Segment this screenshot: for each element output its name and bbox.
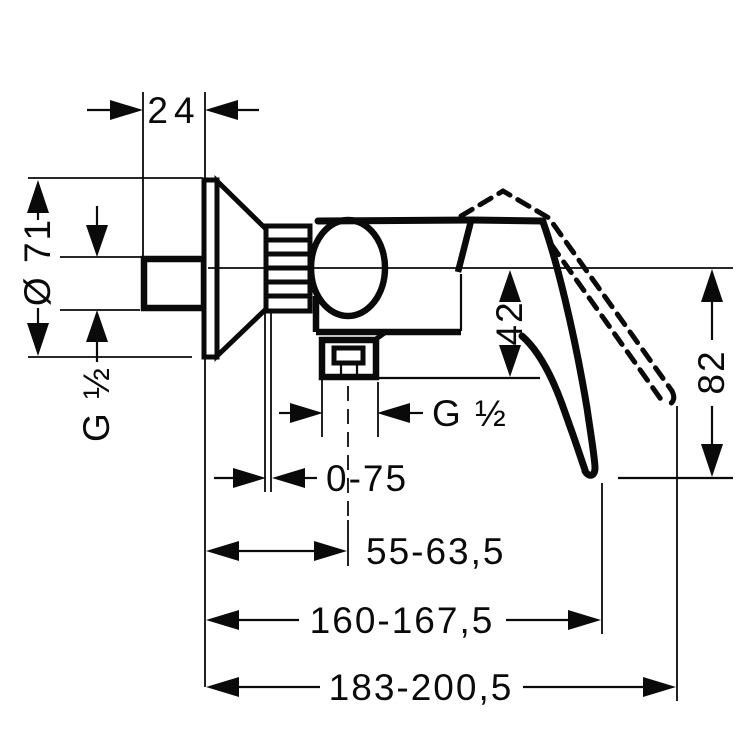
arrowhead	[272, 468, 305, 488]
outlet-nut	[318, 336, 380, 381]
dimension-g-half-outlet: G ½	[279, 393, 508, 434]
handle-raised-dashed-outline	[458, 188, 677, 409]
handle-lever-inner	[518, 332, 589, 474]
wall-nipple	[140, 255, 208, 312]
arrowhead	[499, 345, 521, 377]
arrowhead	[701, 444, 723, 477]
dimension-82: 82	[691, 269, 732, 477]
dimension-24: 24	[87, 90, 259, 131]
arrowhead	[206, 610, 239, 630]
dimension-0-75: 0-75	[214, 458, 408, 499]
arrowhead	[27, 323, 49, 356]
arrowhead	[110, 100, 143, 120]
dashed-handle-upper-edge	[458, 188, 675, 394]
dim-diameter-label: Ø 71	[17, 218, 58, 306]
dim-55-63-5-label: 55-63,5	[366, 531, 506, 572]
arrowhead	[568, 610, 601, 630]
arrowhead	[86, 225, 108, 257]
faucet-body	[140, 175, 599, 479]
dimension-diameter-71: Ø 71	[17, 180, 58, 356]
dashed-handle-lower-edge	[548, 241, 668, 408]
arrowhead	[643, 677, 676, 697]
dashed-handle-tip	[662, 388, 677, 409]
dimension-42: 42	[489, 270, 530, 377]
dim-0-75-label: 0-75	[326, 458, 408, 499]
handle-cap-top	[468, 216, 547, 225]
dim-160-167-5-label: 160-167,5	[310, 600, 495, 641]
arrowhead	[377, 403, 410, 423]
dim-inlet-thread-label: G ½	[76, 366, 117, 442]
arrowhead	[86, 310, 108, 342]
arrowhead	[499, 270, 521, 302]
dimension-g-half-inlet: G ½	[76, 206, 117, 442]
dim-82-label: 82	[691, 349, 732, 394]
dim-24-label: 24	[147, 90, 200, 131]
arrowhead	[233, 468, 266, 488]
body-top-edge	[314, 216, 477, 225]
arrowhead	[206, 541, 239, 561]
handle-lever-outer	[539, 218, 599, 479]
outlet-nipple	[331, 345, 366, 366]
arrowhead	[290, 403, 323, 423]
dimension-160-167-5: 160-167,5	[206, 600, 601, 641]
arrowhead	[206, 677, 239, 697]
dimension-183-200-5: 183-200,5	[206, 667, 676, 708]
arrowhead	[314, 541, 347, 561]
dim-outlet-thread-label: G ½	[432, 393, 508, 434]
dimension-55-63-5: 55-63,5	[206, 531, 506, 572]
arrowhead	[27, 180, 49, 213]
arrowhead	[701, 269, 723, 302]
dim-183-200-5-label: 183-200,5	[329, 667, 514, 708]
arrowhead	[205, 100, 238, 120]
dim-42-label: 42	[489, 300, 530, 345]
handle-cap-left	[454, 220, 475, 273]
